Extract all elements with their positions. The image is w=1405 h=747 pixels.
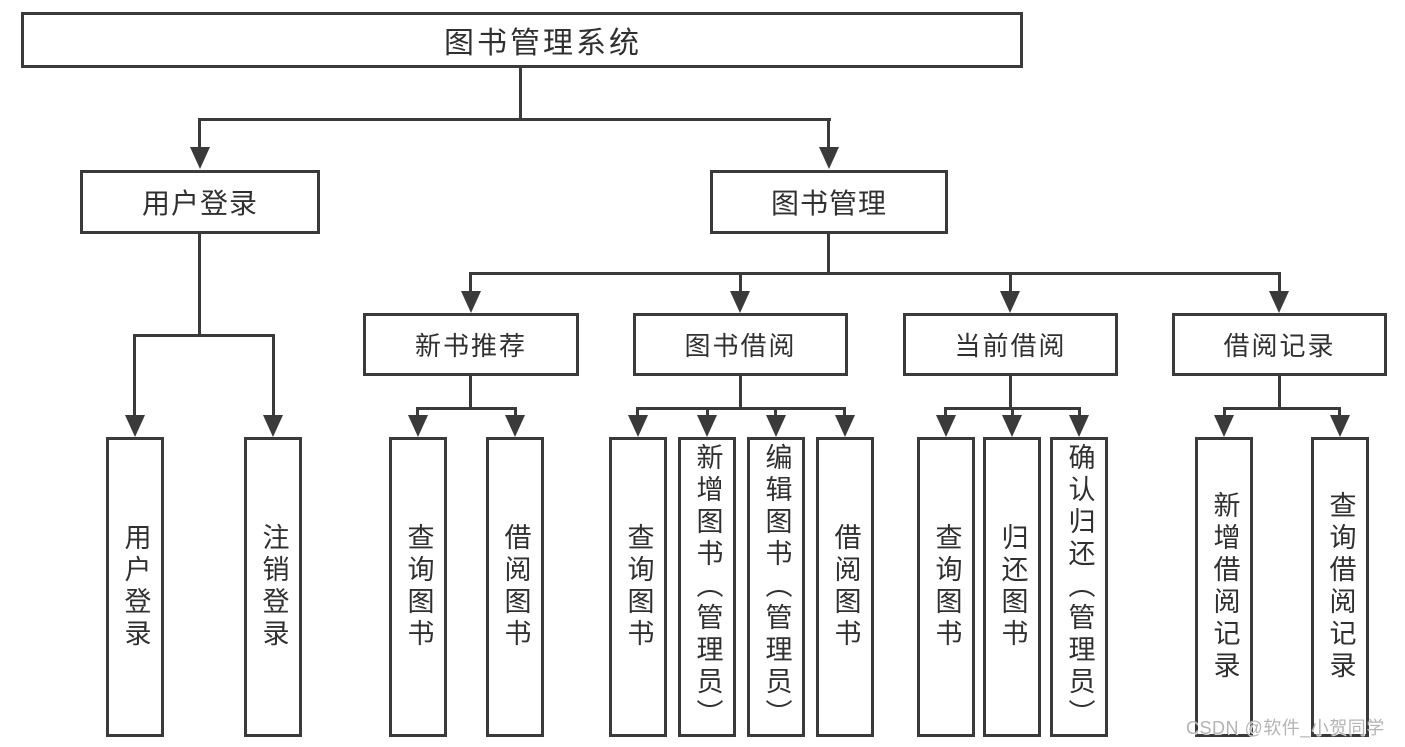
leaf-borrow-borrow-books-label: 借阅图书 — [830, 523, 861, 651]
arrowhead-down-icon — [190, 147, 210, 169]
leaf-borrow-add-books-admin-label: 新增图书（管理员） — [692, 443, 723, 731]
leaf-current-return-books-label: 归还图书 — [997, 523, 1028, 651]
leaf-borrow-edit-books-admin-label: 编辑图书（管理员） — [761, 443, 792, 731]
connector-leaf-stem — [514, 407, 517, 417]
arrowhead-down-icon — [936, 415, 956, 437]
connector-current-borrow-stem — [1009, 375, 1012, 409]
connector-root-stem — [519, 66, 522, 119]
connector-user-login-split — [133, 334, 275, 337]
node-new-book-recommend-label: 新书推荐 — [414, 331, 527, 361]
connector-root-split — [198, 118, 831, 121]
connector-leaf-stem — [1338, 407, 1341, 417]
node-book-borrow-label: 图书借阅 — [684, 331, 797, 361]
leaf-newbooks-query-books: 查询图书 — [389, 437, 447, 737]
connector-new-books-stem — [469, 375, 472, 409]
arrowhead-down-icon — [697, 415, 717, 437]
connector-borrow-records-split — [1223, 407, 1340, 410]
node-library-system-label: 图书管理系统 — [444, 27, 642, 60]
arrowhead-down-icon — [408, 415, 428, 437]
arrowhead-down-icon — [766, 415, 786, 437]
connector-leaf-stem — [944, 407, 947, 417]
leaf-borrow-borrow-books: 借阅图书 — [816, 437, 874, 737]
connector-leaf-stem — [843, 407, 846, 417]
leaf-current-query-books-label: 查询图书 — [931, 523, 962, 651]
connector-leaf-stem — [1011, 407, 1014, 417]
node-book-borrow: 图书借阅 — [633, 313, 848, 376]
connector-to-book-borrow — [739, 272, 742, 295]
arrowhead-down-icon — [1330, 415, 1350, 437]
leaf-records-add-record: 新增借阅记录 — [1195, 437, 1253, 737]
leaf-borrow-edit-books-admin: 编辑图书（管理员） — [747, 437, 805, 737]
arrowhead-down-icon — [125, 415, 145, 437]
leaf-user-login-label: 用户登录 — [120, 523, 151, 651]
node-user-login-label: 用户登录 — [141, 188, 258, 219]
node-new-book-recommend: 新书推荐 — [363, 313, 579, 376]
arrowhead-down-icon — [1002, 415, 1022, 437]
leaf-newbooks-query-books-label: 查询图书 — [403, 523, 434, 651]
connector-to-new-books — [469, 272, 472, 295]
leaf-user-login: 用户登录 — [106, 437, 164, 737]
arrowhead-down-icon — [730, 291, 750, 313]
leaf-current-return-books: 归还图书 — [983, 437, 1041, 737]
leaf-records-query-record-label: 查询借阅记录 — [1325, 491, 1356, 683]
node-current-borrow: 当前借阅 — [903, 313, 1118, 376]
connector-new-books-split — [416, 407, 517, 410]
node-current-borrow-label: 当前借阅 — [954, 331, 1067, 361]
connector-leaf-stem — [1078, 407, 1081, 417]
connector-to-borrow-records — [1278, 272, 1281, 295]
leaf-logout-label: 注销登录 — [258, 523, 289, 651]
leaf-newbooks-borrow-books-label: 借阅图书 — [500, 523, 531, 651]
leaf-logout: 注销登录 — [244, 437, 302, 737]
arrowhead-down-icon — [628, 415, 648, 437]
connector-leaf-stem — [1223, 407, 1226, 417]
connector-to-leaf-logout — [272, 334, 275, 416]
connector-book-mgmt-stem — [827, 233, 830, 274]
connector-to-leaf-user-login — [133, 334, 136, 416]
connector-book-borrow-stem — [739, 375, 742, 409]
connector-leaf-stem — [774, 407, 777, 417]
leaf-current-confirm-return-admin: 确认归还（管理员） — [1050, 437, 1108, 737]
leaf-records-query-record: 查询借阅记录 — [1311, 437, 1369, 737]
connector-to-user-login — [198, 118, 201, 150]
node-book-management: 图书管理 — [710, 170, 948, 234]
leaf-current-query-books: 查询图书 — [917, 437, 975, 737]
csdn-watermark: CSDN @软件_小贺同学 — [1186, 718, 1385, 738]
leaf-records-add-record-label: 新增借阅记录 — [1209, 491, 1240, 683]
node-borrow-records-label: 借阅记录 — [1223, 331, 1336, 361]
leaf-borrow-query-books: 查询图书 — [609, 437, 667, 737]
arrowhead-down-icon — [1069, 415, 1089, 437]
leaf-newbooks-borrow-books: 借阅图书 — [486, 437, 544, 737]
connector-leaf-stem — [636, 407, 639, 417]
connector-user-login-stem — [198, 233, 201, 336]
arrowhead-down-icon — [263, 415, 283, 437]
node-library-system: 图书管理系统 — [21, 12, 1023, 68]
arrowhead-down-icon — [1269, 291, 1289, 313]
node-user-login: 用户登录 — [80, 170, 320, 234]
connector-leaf-stem — [706, 407, 709, 417]
node-book-management-label: 图书管理 — [770, 188, 887, 219]
leaf-current-confirm-return-admin-label: 确认归还（管理员） — [1064, 443, 1095, 731]
connector-book-borrow-split — [636, 407, 846, 410]
leaf-borrow-query-books-label: 查询图书 — [623, 523, 654, 651]
arrowhead-down-icon — [819, 147, 839, 169]
arrowhead-down-icon — [461, 291, 481, 313]
arrowhead-down-icon — [1214, 415, 1234, 437]
connector-leaf-stem — [416, 407, 419, 417]
arrowhead-down-icon — [1000, 291, 1020, 313]
connector-to-current-borrow — [1009, 272, 1012, 295]
arrowhead-down-icon — [835, 415, 855, 437]
connector-to-book-mgmt — [827, 118, 830, 150]
leaf-borrow-add-books-admin: 新增图书（管理员） — [678, 437, 736, 737]
arrowhead-down-icon — [505, 415, 525, 437]
connector-borrow-records-stem — [1278, 375, 1281, 409]
node-borrow-records: 借阅记录 — [1172, 313, 1387, 376]
connector-book-mgmt-split — [469, 272, 1281, 275]
